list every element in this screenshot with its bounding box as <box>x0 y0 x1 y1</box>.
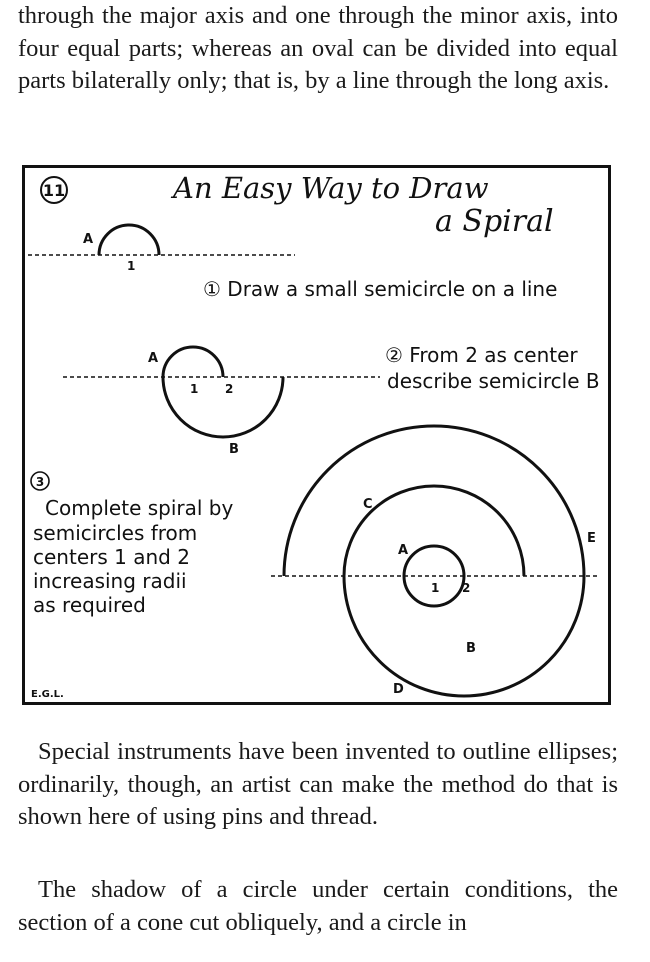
step3-number-circle <box>30 471 50 491</box>
spiral-arc-c <box>342 484 526 577</box>
spiral-arc-b <box>402 575 466 608</box>
spiral-label-a: A <box>398 543 408 558</box>
middle-paragraph: Special instruments have been invented t… <box>18 738 618 830</box>
step1-label-a: A <box>83 232 93 247</box>
spiral-label-1: 1 <box>431 581 439 595</box>
spiral-label-d: D <box>393 682 404 697</box>
figure-title-line1: An Easy Way to Draw <box>170 171 489 205</box>
spiral-label-c: C <box>363 497 373 512</box>
spiral-figure: 11 An Easy Way to Draw a Spiral A 1 ① Dr… <box>22 165 611 705</box>
step2-text-line1: ② From 2 as center <box>385 343 578 367</box>
step2-label-2: 2 <box>225 382 233 396</box>
step3-line-1: Complete spiral by <box>45 496 234 520</box>
spiral-arc-a <box>402 544 466 577</box>
step1-label-1: 1 <box>127 259 135 273</box>
artist-signature: E.G.L. <box>31 689 64 700</box>
spiral-diagram: 11 An Easy Way to Draw a Spiral A 1 ① Dr… <box>28 171 600 700</box>
step2-semicircle-a <box>161 345 225 378</box>
step3-line-4: increasing radii <box>33 569 187 593</box>
step3-number: 3 <box>36 475 44 489</box>
figure-number-circle <box>40 176 68 204</box>
step1-semicircle <box>97 223 161 256</box>
spiral-label-b: B <box>466 641 476 656</box>
top-paragraph: through the major axis and one through t… <box>18 2 618 94</box>
step2-label-1: 1 <box>190 382 198 396</box>
figure-number: 11 <box>43 181 65 200</box>
spiral-arc-d <box>342 575 586 698</box>
step2-text-line2: describe semicircle B <box>387 369 600 393</box>
spiral-label-2: 2 <box>462 581 470 595</box>
spiral-label-e: E <box>587 531 596 546</box>
step1-text: ① Draw a small semicircle on a line <box>203 277 557 301</box>
step3-line-2: semicircles from <box>33 521 197 545</box>
bottom-paragraph: The shadow of a circle under certain con… <box>18 876 618 936</box>
figure-title-line2: a Spiral <box>435 204 554 239</box>
step3-line-3: centers 1 and 2 <box>33 545 190 569</box>
spiral-arc-e <box>282 424 586 577</box>
step2-semicircle-b <box>161 376 285 439</box>
step2-label-b: B <box>229 442 239 457</box>
step2-label-a: A <box>148 351 158 366</box>
step3-line-5: as required <box>33 593 146 617</box>
